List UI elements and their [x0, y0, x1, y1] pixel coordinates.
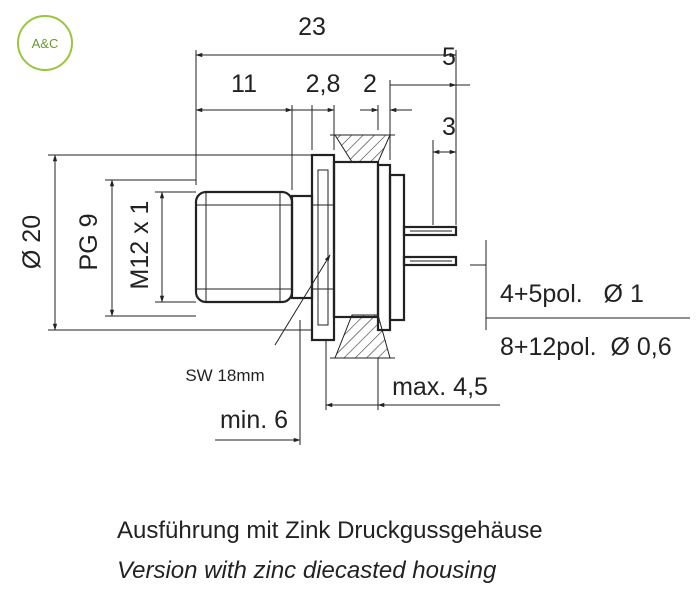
dimension-lines: [48, 50, 690, 445]
dim-pin-length: 5: [442, 43, 456, 71]
caption: Ausführung mit Zink Druckgussgehäuse Ver…: [117, 517, 543, 584]
dim-nut: 2: [363, 70, 377, 98]
brand-logo: A&C: [17, 15, 73, 71]
dim-max-panel: max. 4,5: [392, 373, 488, 401]
dim-thread-length: 11: [231, 70, 257, 98]
logo-text: A&C: [32, 36, 59, 51]
dim-thread: M12 x 1: [126, 201, 154, 290]
dim-wrench: SW 18mm: [185, 366, 264, 385]
dim-overall-length: 23: [298, 13, 326, 41]
caption-german: Ausführung mit Zink Druckgussgehäuse: [117, 517, 543, 544]
dim-min-panel: min. 6: [220, 406, 288, 434]
dim-diameter: Ø 20: [18, 215, 46, 269]
dim-pg: PG 9: [75, 214, 103, 271]
panel-wall: [330, 134, 395, 359]
dim-pin-short: 3: [442, 113, 456, 141]
pin-note-line2: 8+12pol. Ø 0,6: [500, 333, 672, 361]
pin-note-line1: 4+5pol. Ø 1: [500, 280, 644, 308]
dim-flange: 2,8: [306, 70, 341, 98]
connector-body: [194, 153, 458, 342]
dimension-labels: 23 11 2,8 2 5 3 Ø 20 PG 9 M12 x 1 SW 18m…: [18, 13, 672, 434]
caption-english: Version with zinc diecasted housing: [117, 557, 497, 584]
